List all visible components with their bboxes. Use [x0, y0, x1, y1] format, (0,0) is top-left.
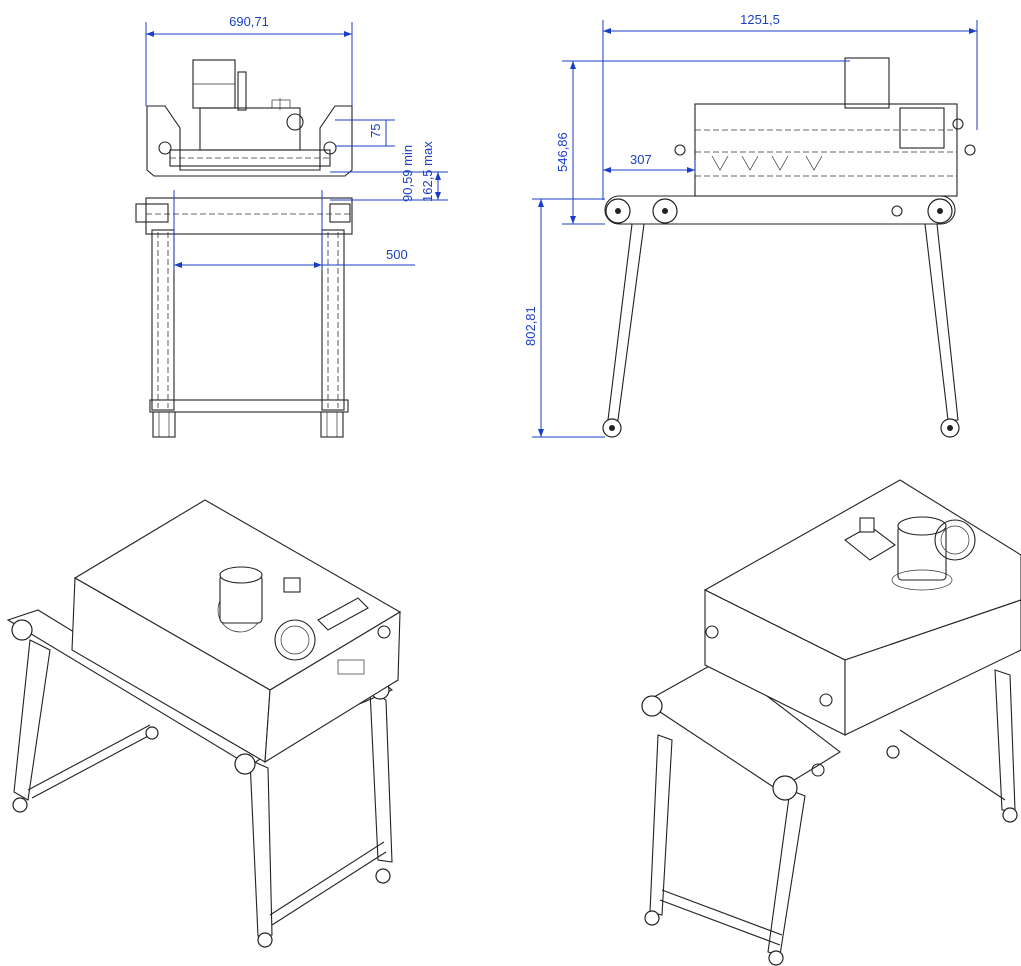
dim-tunnel-height: 546,86 [555, 132, 570, 172]
dim-gap-min: 90,59 min [400, 145, 415, 202]
side-view: 1251,5 546,86 307 802,81 [523, 12, 978, 438]
front-view: 690,71 75 90,59 min 162,5 max 500 [135, 14, 448, 438]
dim-gap-max: 162,5 max [420, 141, 435, 202]
isometric-view-left [6, 499, 402, 948]
dim-top-offset: 75 [368, 124, 383, 138]
side-view-dimensions: 1251,5 546,86 307 802,81 [523, 12, 978, 438]
dim-working-height: 802,81 [523, 306, 538, 346]
isometric-view-right [641, 479, 1021, 966]
iso-left-frame [12, 639, 393, 948]
iso-left-tunnel [71, 499, 402, 764]
front-view-conveyor [135, 197, 353, 235]
dim-overall-width: 690,71 [229, 14, 269, 29]
dim-belt-width: 500 [386, 247, 408, 262]
front-view-legs [149, 229, 349, 438]
iso-right-tunnel [703, 479, 1021, 736]
side-view-tunnel [674, 57, 976, 197]
dim-infeed-length: 307 [630, 152, 652, 167]
iso-right-belt [641, 659, 841, 801]
side-view-legs [602, 223, 960, 438]
side-view-conveyor [604, 195, 956, 225]
front-view-dimensions: 690,71 75 90,59 min 162,5 max 500 [145, 14, 448, 270]
iso-right-frame [644, 669, 1018, 966]
front-view-tunnel [146, 59, 353, 177]
dim-overall-length: 1251,5 [740, 12, 780, 27]
